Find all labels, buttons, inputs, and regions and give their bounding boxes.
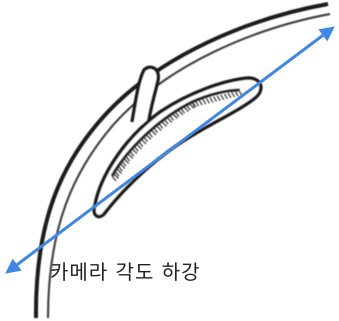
angle-arrow [10, 30, 330, 270]
diagram-caption: 카메라 각도 하강 [50, 256, 201, 285]
